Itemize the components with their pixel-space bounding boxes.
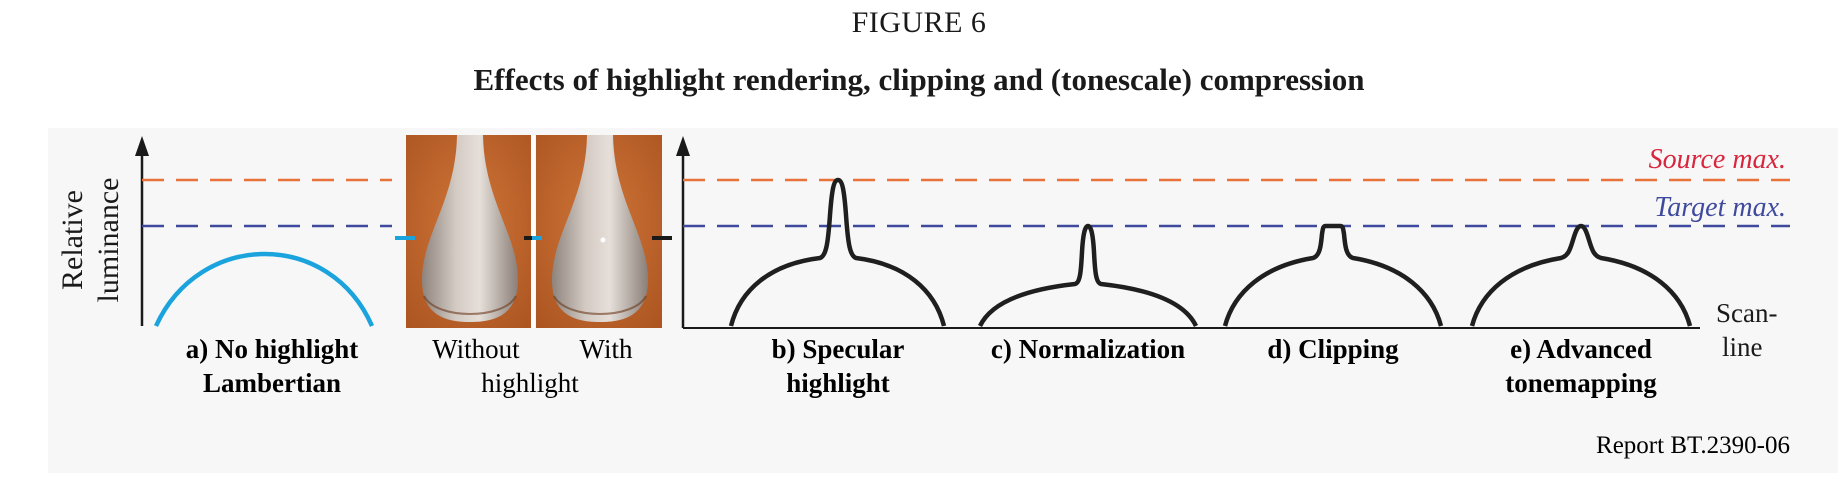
y-axis-label-line1: Relative xyxy=(56,190,89,290)
left-axis xyxy=(135,136,149,326)
specular-highlight-dot xyxy=(600,237,606,243)
panel-b-label-line1: b) Specular xyxy=(772,334,905,364)
y-axis-label-line2: luminance xyxy=(92,178,125,303)
photo-without-highlight xyxy=(406,135,532,328)
panel-d-label: d) Clipping xyxy=(1267,334,1399,364)
lambertian-curve xyxy=(153,251,375,327)
diagram-background xyxy=(48,128,1838,473)
normalization-curve xyxy=(977,223,1199,328)
panel-b-label-line2: highlight xyxy=(786,368,890,398)
photo-with-highlight xyxy=(536,135,662,328)
panel-e-label-line2: tonemapping xyxy=(1505,368,1657,398)
tonemapping-curve xyxy=(1469,223,1693,327)
photo-label-shared: highlight xyxy=(481,368,579,398)
panel-a-label-line1: a) No highlight xyxy=(186,334,359,364)
photo-label-without: Without xyxy=(432,334,520,364)
source-max-label: Source max. xyxy=(1649,144,1786,175)
panel-a-label-line2: Lambertian xyxy=(203,368,341,398)
scan-line-label-line2: line xyxy=(1722,332,1763,362)
clipping-curve xyxy=(1222,223,1444,327)
scan-line-label-line1: Scan- xyxy=(1716,298,1777,328)
panel-c-label: c) Normalization xyxy=(991,334,1185,364)
report-reference: Report BT.2390-06 xyxy=(1596,432,1790,459)
target-max-label: Target max. xyxy=(1654,192,1786,223)
photo-label-with: With xyxy=(580,334,633,364)
specular-highlight-curve xyxy=(728,177,947,327)
figure-number: FIGURE 6 xyxy=(851,6,987,39)
figure-title: Effects of highlight rendering, clipping… xyxy=(473,62,1365,97)
panel-e-label-line1: e) Advanced xyxy=(1510,334,1652,364)
right-axis xyxy=(676,136,1700,329)
